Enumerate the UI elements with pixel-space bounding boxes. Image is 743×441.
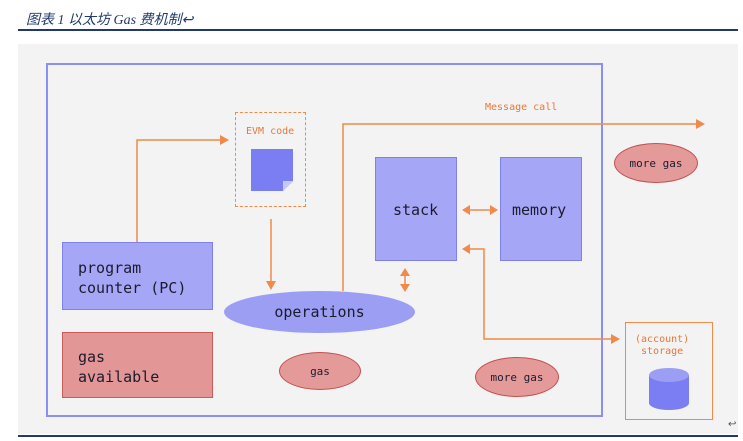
gas-cost-message-call: more gas: [614, 143, 698, 183]
evm-code-label: EVM code: [246, 126, 295, 137]
operations-node: operations: [224, 291, 415, 333]
message-call-label: Message call: [485, 102, 558, 113]
stack-storage-arrow: [466, 248, 615, 340]
gas-cost-message-call-label: more gas: [629, 156, 683, 170]
bottom-divider: [18, 435, 738, 437]
gas-cost-operations-label: gas: [310, 364, 330, 378]
evm-frame: [46, 63, 603, 417]
program-counter-label: program counter (PC): [78, 259, 187, 297]
gas-available-label: gas available: [78, 348, 160, 386]
operations-label: operations: [274, 303, 365, 321]
memory-label: memory: [512, 201, 567, 219]
gas-cost-storage-label: more gas: [490, 370, 544, 384]
gas-cost-storage: more gas: [475, 357, 559, 397]
account-storage-label: (account) storage: [635, 334, 690, 357]
pc-to-code-arrow: [136, 139, 224, 242]
stack-label: stack: [393, 201, 439, 219]
evm-code-box: [235, 112, 306, 207]
message-call-arrow: [342, 123, 700, 291]
memory-box: [500, 157, 582, 261]
program-counter-box: [62, 242, 213, 310]
gas-cost-operations: gas: [279, 352, 361, 390]
figure-caption: 图表 1 以太坊 Gas 费机制↩: [26, 13, 194, 28]
code-document-icon: [251, 149, 293, 191]
database-icon: [649, 368, 689, 410]
stack-box: [375, 157, 457, 261]
gas-available-box: [62, 332, 213, 398]
account-storage-box: [625, 322, 713, 420]
caption-divider: [18, 29, 738, 31]
return-mark: ↩: [728, 419, 737, 430]
